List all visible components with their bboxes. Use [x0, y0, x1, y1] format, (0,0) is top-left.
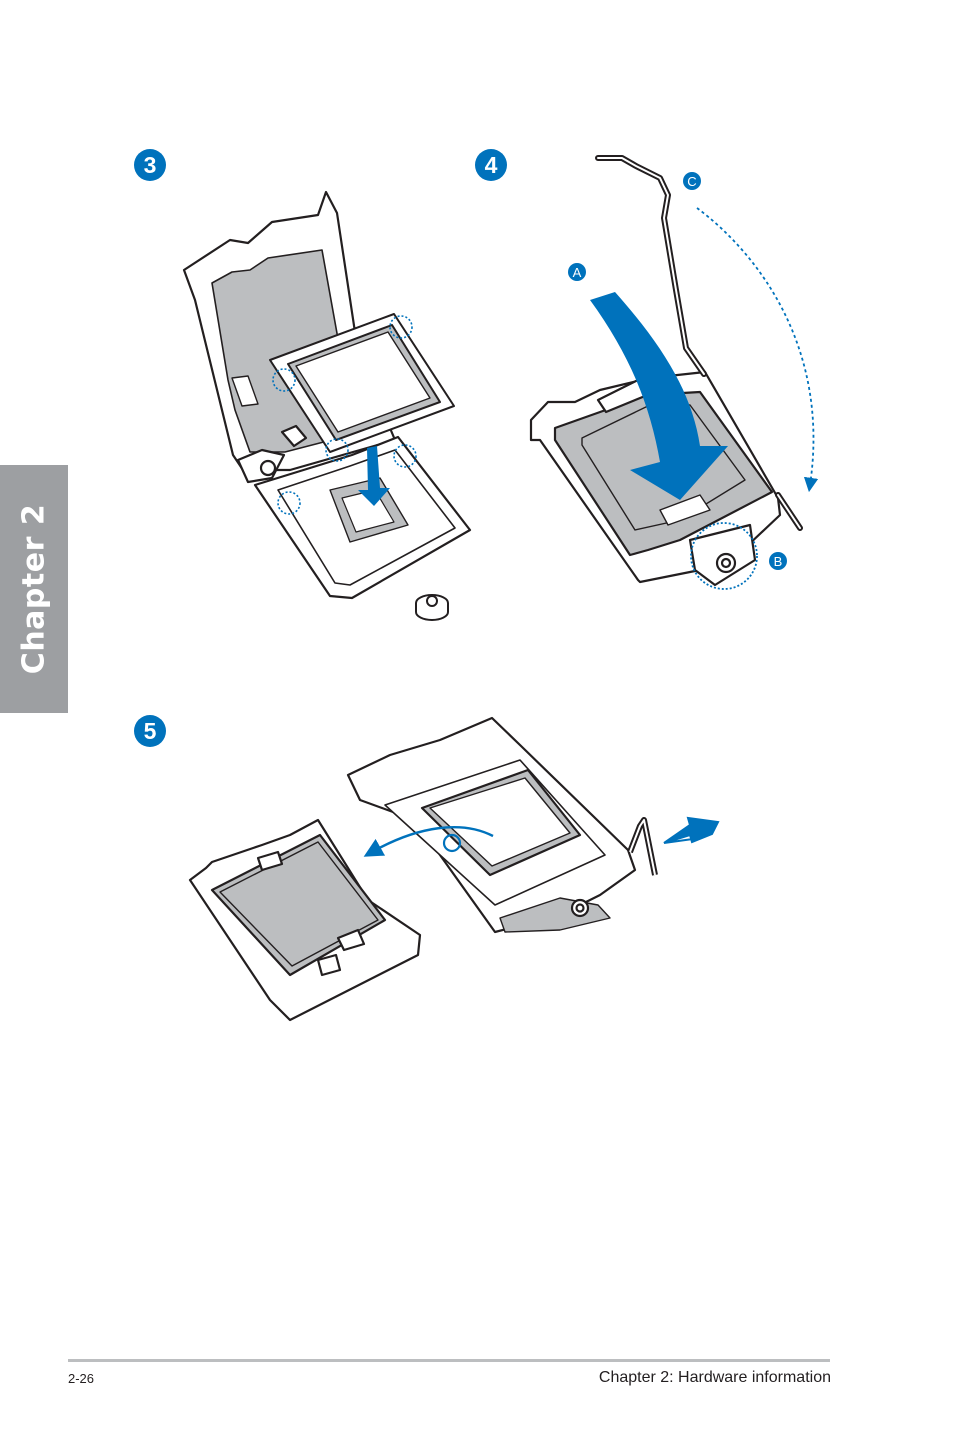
- callout-a-label: A: [573, 265, 582, 280]
- pnp-cap: [190, 820, 420, 1020]
- footer-rule: [68, 1359, 830, 1362]
- socket-screw: [416, 595, 448, 620]
- callout-c-label: C: [687, 174, 696, 189]
- push-lever-arrow-icon: [664, 818, 718, 843]
- footer-title: Chapter 2: Hardware information: [599, 1369, 831, 1387]
- step-3-illustration: [184, 192, 470, 620]
- callout-a: A: [568, 263, 586, 281]
- step-4-illustration: A B C: [531, 158, 813, 589]
- callout-b: B: [769, 552, 787, 570]
- callout-b-label: B: [774, 554, 783, 569]
- page-number: 2-26: [68, 1371, 94, 1386]
- step-5-illustration: [190, 718, 718, 1020]
- callout-c: C: [683, 172, 701, 190]
- socket-with-cpu: [348, 718, 635, 932]
